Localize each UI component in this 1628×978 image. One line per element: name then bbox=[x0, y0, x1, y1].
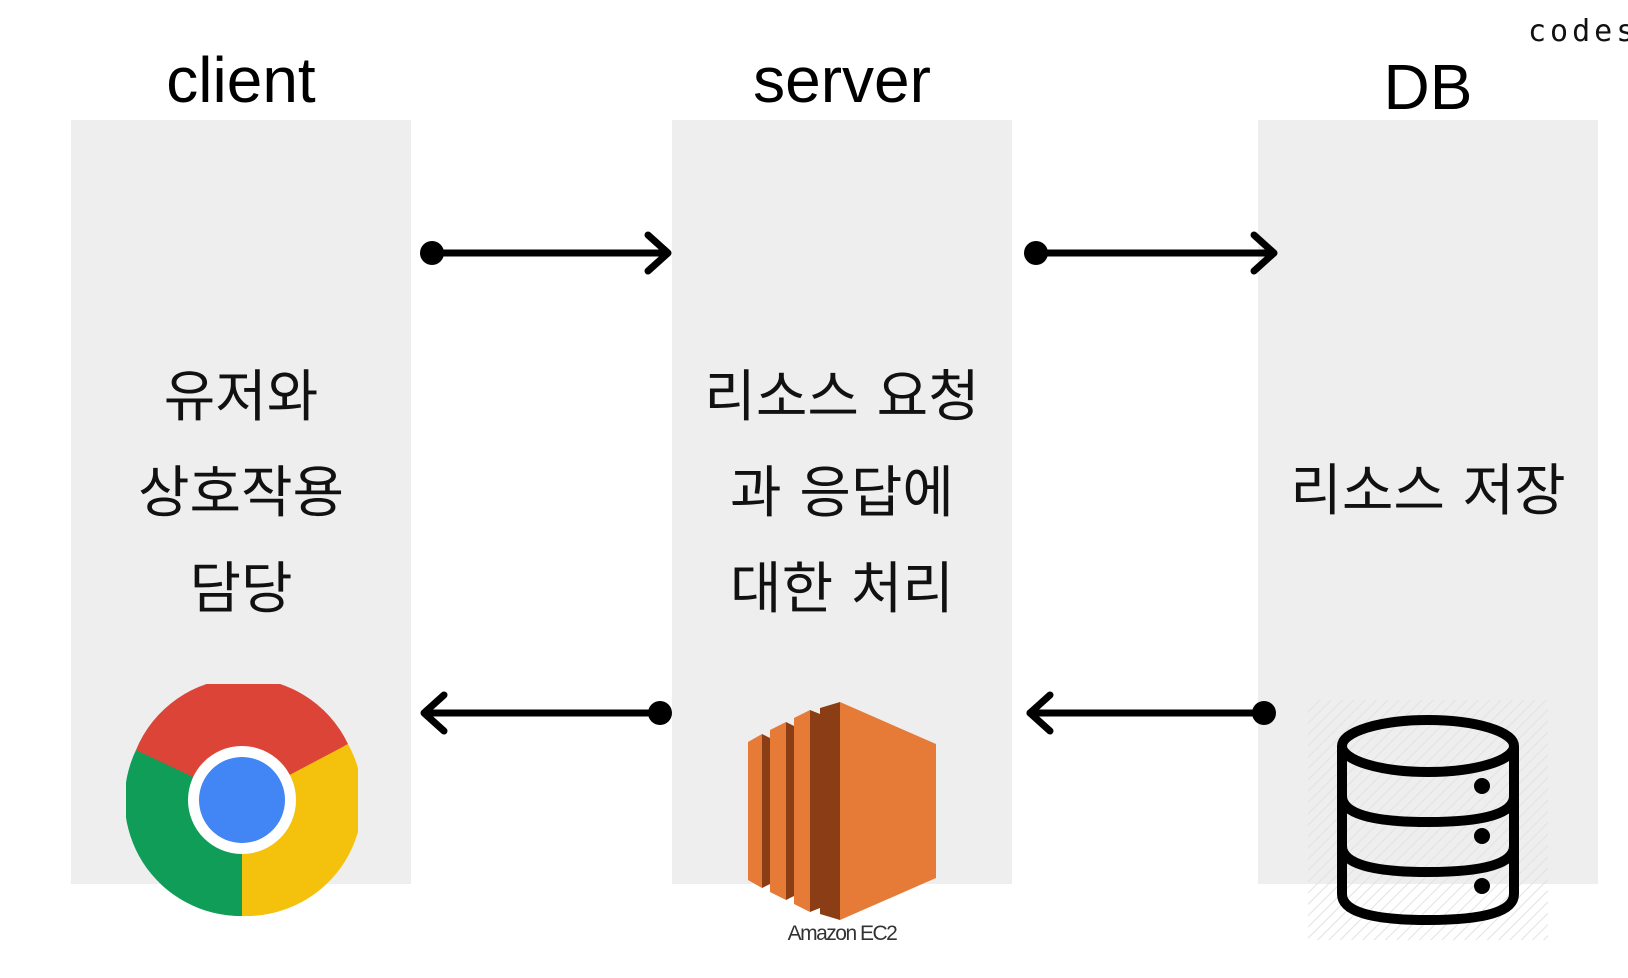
amazon-ec2-caption: Amazon EC2 bbox=[787, 922, 898, 945]
client-to-server-arrow bbox=[428, 231, 672, 275]
server-to-client-arrow-tail bbox=[648, 701, 672, 725]
client-description-line: 유저와 bbox=[163, 365, 319, 430]
client-to-server-arrow-tail bbox=[420, 241, 444, 265]
client-description: 유저와 상호작용 담당 bbox=[71, 350, 411, 638]
client-title: client bbox=[166, 44, 316, 116]
chrome-icon bbox=[126, 684, 358, 916]
codestates-watermark: codes bbox=[1528, 14, 1628, 49]
db-title: DB bbox=[1383, 51, 1473, 123]
amazon-ec2-icon bbox=[748, 702, 936, 920]
client-description-line: 상호작용 bbox=[137, 461, 345, 526]
client-description-line: 담당 bbox=[189, 557, 293, 622]
db-description: 리소스 저장 bbox=[1258, 444, 1598, 540]
server-description: 리소스 요청 과 응답에 대한 처리 bbox=[672, 350, 1012, 638]
server-to-db-arrow bbox=[1032, 231, 1278, 275]
server-to-db-arrow-tail bbox=[1024, 241, 1048, 265]
server-title: server bbox=[753, 44, 931, 116]
server-description-line: 리소스 요청 bbox=[704, 365, 980, 430]
db-to-server-arrow bbox=[1026, 691, 1266, 735]
server-description-line: 대한 처리 bbox=[730, 557, 954, 622]
database-icon bbox=[1308, 700, 1548, 940]
server-description-line: 과 응답에 bbox=[730, 461, 954, 526]
server-to-client-arrow bbox=[420, 691, 662, 735]
db-description-line: 리소스 저장 bbox=[1290, 459, 1566, 524]
db-to-server-arrow-tail bbox=[1252, 701, 1276, 725]
